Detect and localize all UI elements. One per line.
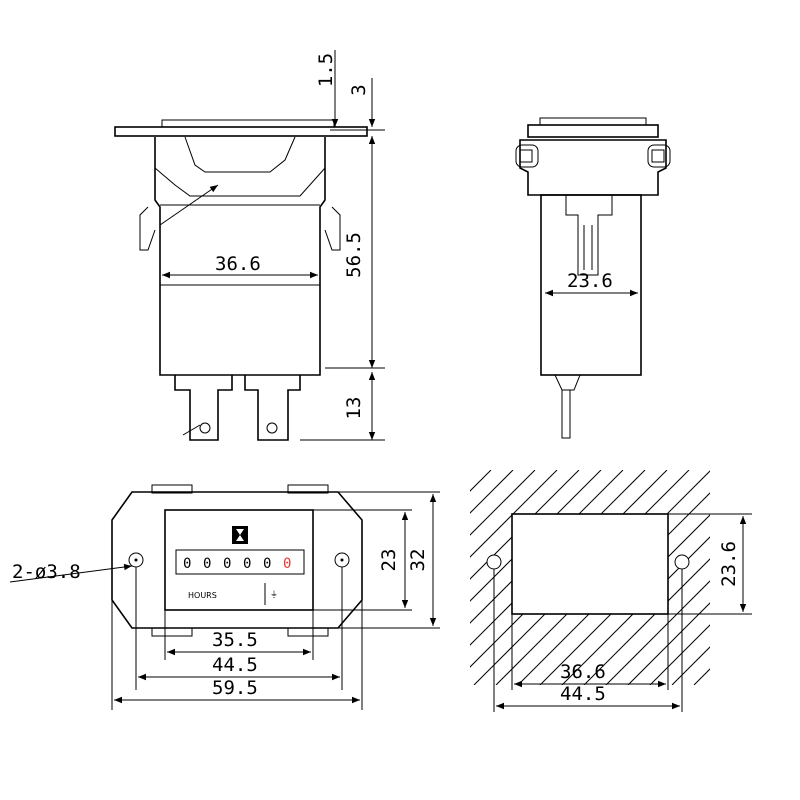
counter-digit: 0	[243, 556, 251, 572]
cutout-dim-height: 23.6	[718, 541, 740, 587]
counter-digit: 0	[183, 556, 191, 572]
front-view: 36.6 56.5 13 1.5 3	[114, 50, 385, 441]
cutout-view: 36.6 44.5 23.6	[470, 470, 752, 712]
front-dim-height: 56.5	[343, 232, 365, 278]
top-dim-h2: 32	[407, 549, 429, 572]
top-dim-inner: 35.5	[212, 629, 258, 651]
counter-label: HOURS	[188, 591, 217, 600]
cutout-dim-inner: 36.6	[560, 661, 606, 683]
top-dim-h1: 23	[378, 549, 400, 572]
counter-digit: 0	[203, 556, 211, 572]
side-view: 23.6	[515, 117, 671, 439]
side-dim-width: 23.6	[567, 270, 613, 292]
counter-digit: 0	[223, 556, 231, 572]
hourglass-icon	[232, 526, 248, 544]
counter-digit: 0	[263, 556, 271, 572]
top-dim-outer: 59.5	[212, 677, 258, 699]
front-dim-flange2: 3	[348, 84, 370, 95]
front-dim-flange: 1.5	[315, 53, 337, 87]
cutout-dim-outer: 44.5	[560, 683, 606, 705]
top-dim-mid: 44.5	[212, 654, 258, 676]
svg-text:⏚: ⏚	[270, 590, 278, 599]
front-dim-terminal: 13	[343, 397, 365, 420]
front-dim-width: 36.6	[215, 253, 261, 275]
hole-label: 2-ø3.8	[12, 561, 81, 583]
counter-digit: 0	[283, 556, 291, 572]
